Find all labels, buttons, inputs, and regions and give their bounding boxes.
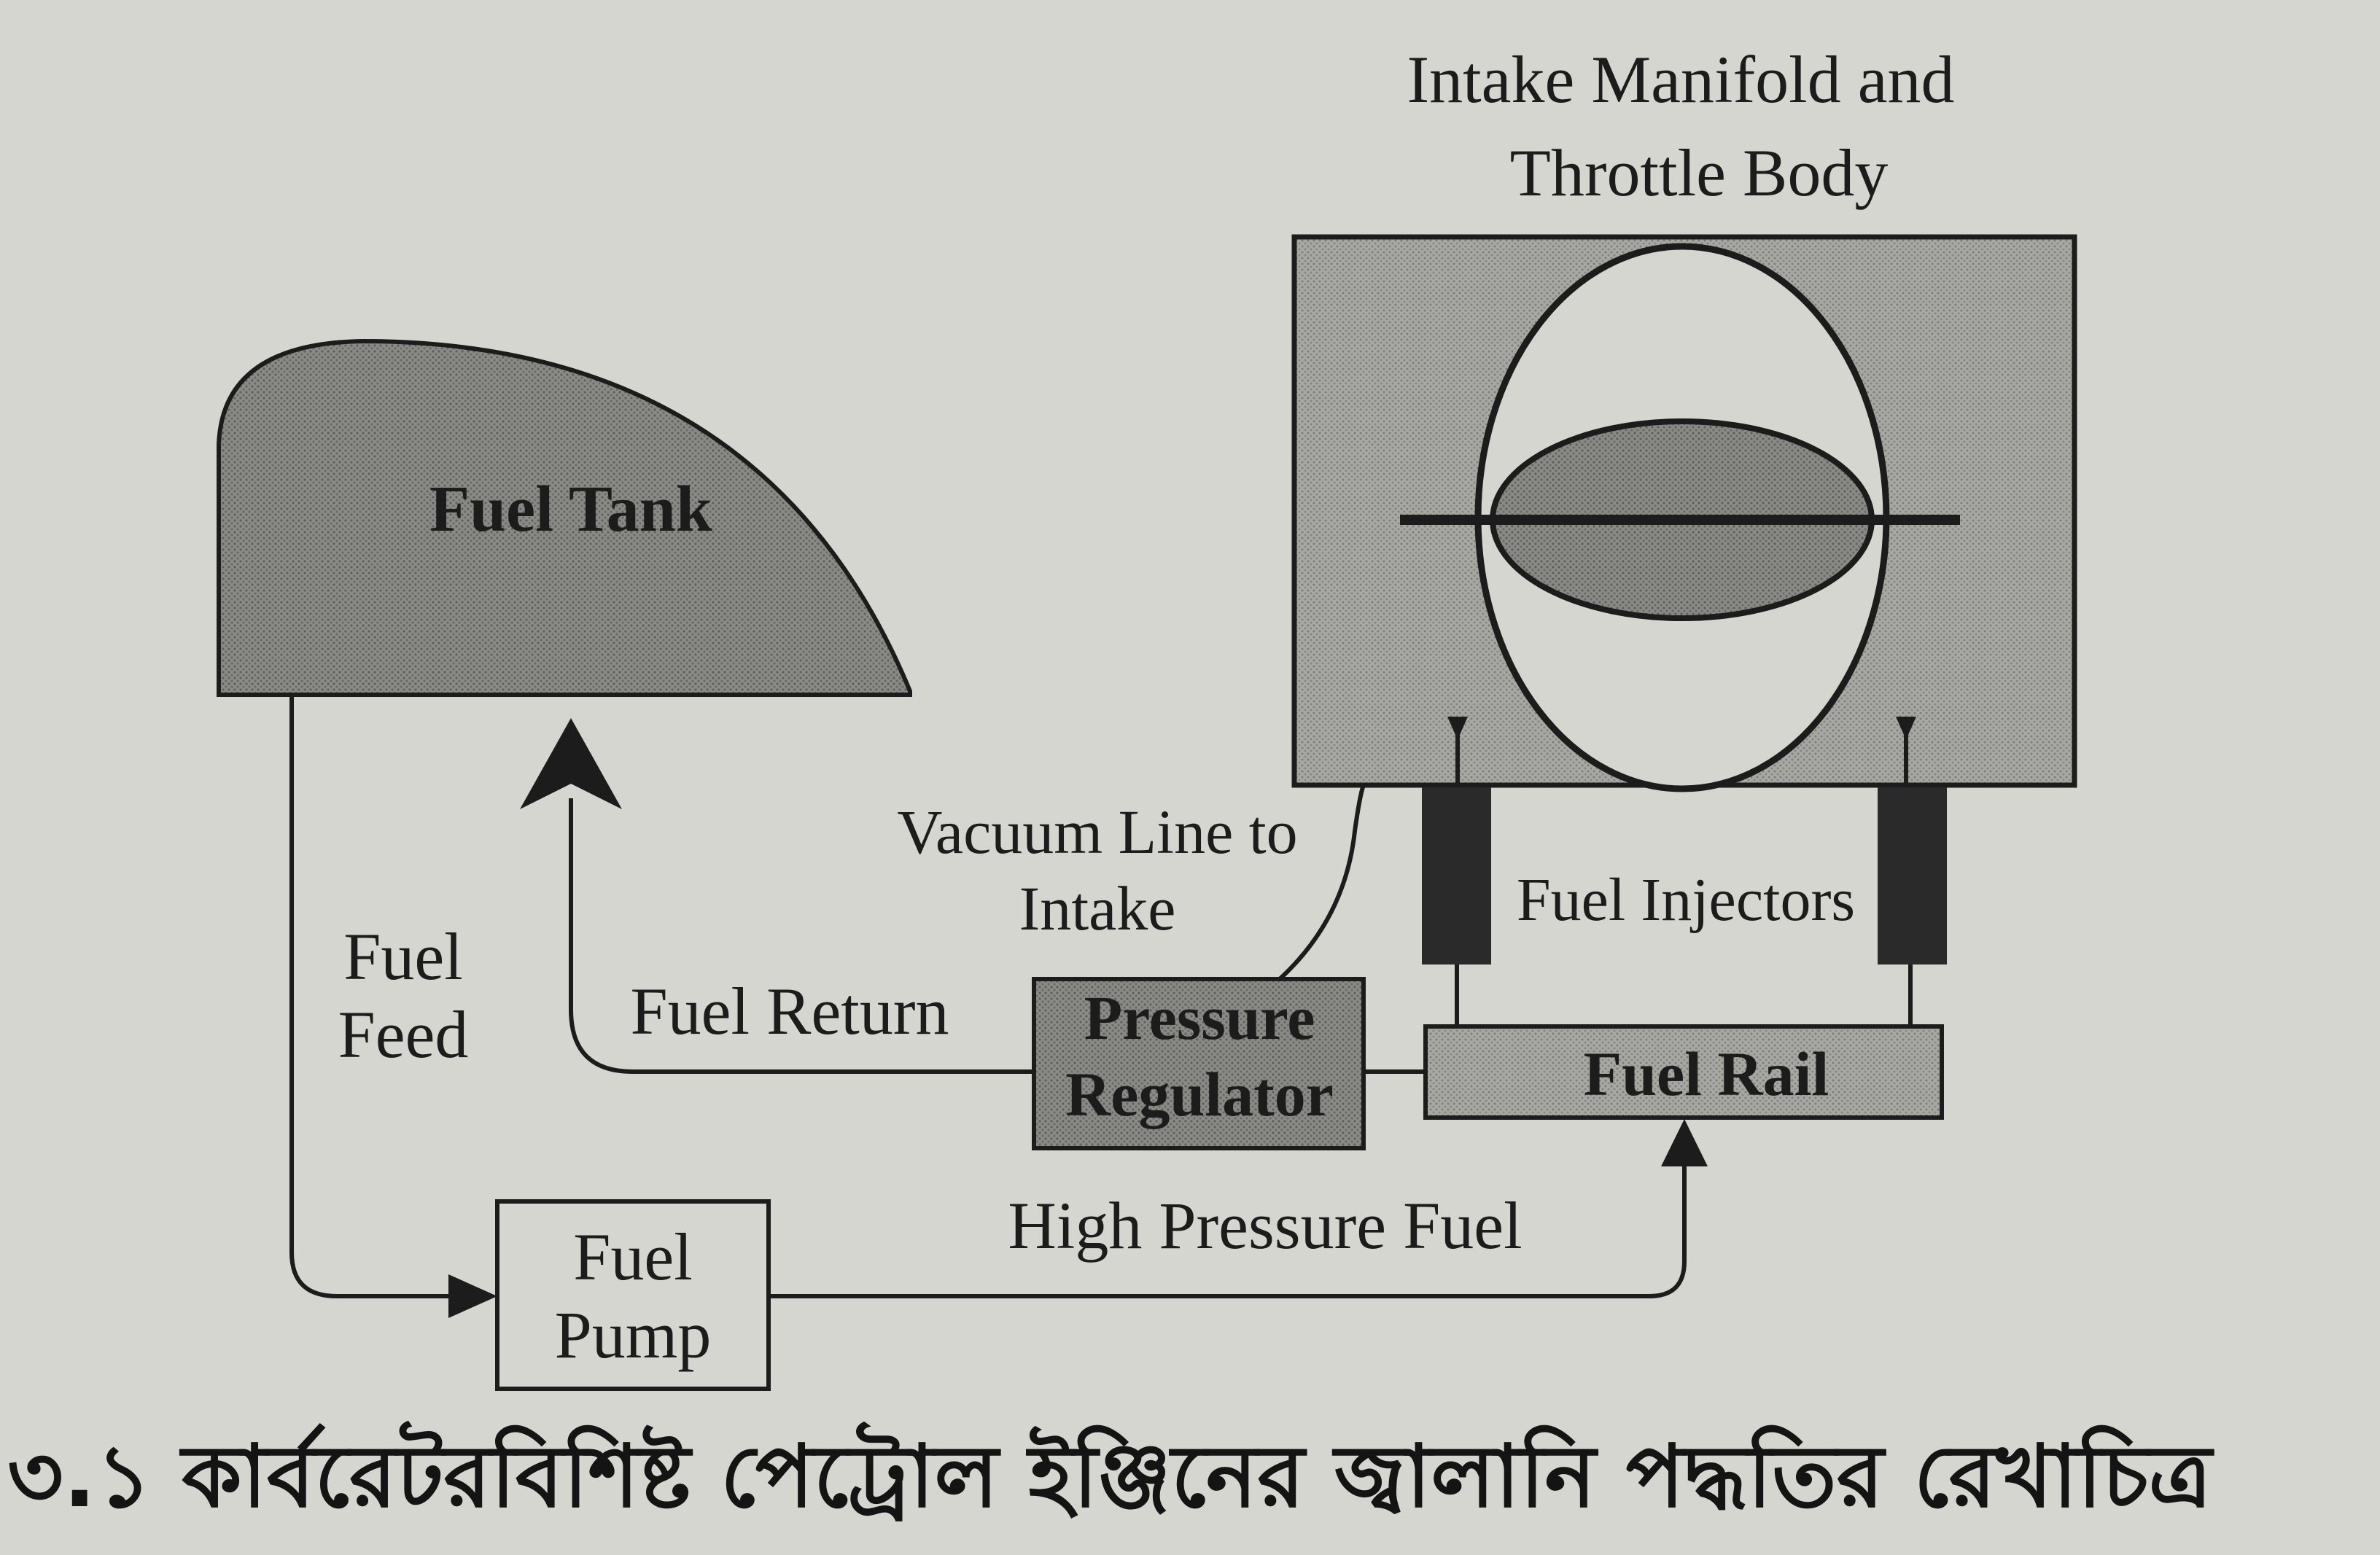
fuel-feed-label-line1: Fuel (343, 919, 463, 994)
fuel-pump-label-line1: Fuel (573, 1220, 693, 1294)
pressure-regulator-box (1032, 977, 1366, 1150)
vacuum-line-label-line1: Vacuum Line to (897, 797, 1297, 867)
fuel-rail-box (1423, 1024, 1944, 1120)
fuel-feed-label-line2: Feed (338, 997, 469, 1072)
intake-label-line2: Throttle Body (1510, 136, 1889, 210)
fuel-feed-arrowhead (448, 1274, 497, 1318)
fuel-return-line (569, 798, 1034, 1074)
fuel-return-label: Fuel Return (631, 974, 949, 1048)
fuel-injector-right (1878, 717, 1947, 1028)
fuel-rail-label: Fuel Rail (1584, 1039, 1829, 1109)
fuel-feed-line (289, 695, 448, 1298)
pressure-regulator-label-line1: Pressure (1084, 983, 1315, 1053)
fuel-return-arrowhead (520, 718, 622, 809)
fuel-injectors-label: Fuel Injectors (1517, 866, 1855, 934)
high-pressure-fuel-label: High Pressure Fuel (1008, 1188, 1522, 1263)
pressure-regulator-label-line2: Regulator (1065, 1059, 1334, 1129)
vacuum-line (1278, 784, 1366, 981)
high-pressure-line (769, 1163, 1687, 1298)
fuel-pump-box (495, 1199, 771, 1391)
fuel-injector-left (1422, 717, 1491, 1028)
fuel-pump-label-line2: Pump (555, 1298, 712, 1372)
vacuum-line-label-line2: Intake (1019, 873, 1176, 943)
high-pressure-arrowhead (1661, 1119, 1708, 1166)
figure-caption: ৩.১ কার্বরেটরবিশিষ্ট পেট্রোল ইঞ্জিনের জ্… (7, 1426, 2212, 1527)
fuel-tank-label: Fuel Tank (429, 473, 712, 545)
intake-label-line1: Intake Manifold and (1407, 42, 1954, 117)
fuel-tank-shape (217, 338, 912, 697)
